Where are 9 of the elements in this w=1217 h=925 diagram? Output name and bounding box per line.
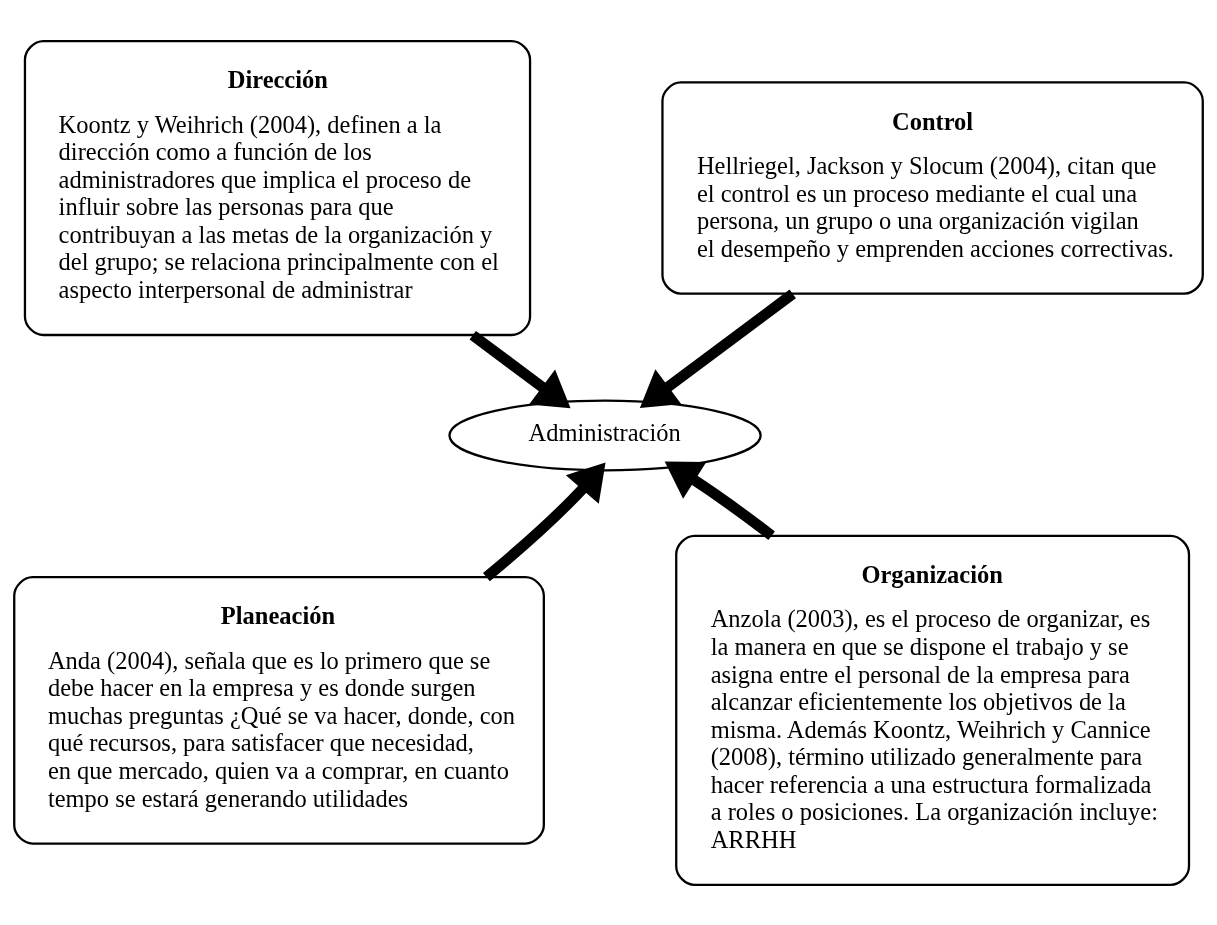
node-box: Organización Anzola (2003), es el proceso de organizar, es la manera en que se dispone el trabajo y se asigna entre el personal de la empresa para alcanzar eficientemente los objetivos de la misma. Además Koontz, Weihrich y Cannice (2008), término utilizado generalmente para hacer referencia a una estructura formalizada a roles o posiciones. La organización incluye: ARRHH [675, 534, 1191, 886]
arrow [664, 460, 775, 540]
arrow [639, 289, 796, 408]
arrow [469, 330, 571, 408]
node-box: Dirección Koontz y Weihrich (2004), definen a la dirección como a función de los administradores que implica el proceso de influir sobre las personas para que contribuyan a las metas de la organización y del grupo; se relaciona principalmente con el aspecto interpersonal de administrar [23, 39, 532, 336]
node-box: Planeación Anda (2004), señala que es lo primero que se debe hacer en la empresa y es donde surgen muchas preguntas ¿Qué se va hacer, donde, con qué recursos, para satisfacer que necesidad, en que mercado, quien va a comprar, en cuanto tempo se estará generando utilidades [13, 575, 545, 845]
node-box: Control Hellriegel, Jackson y Slocum (2004), citan que el control es un proceso mediante el cual una persona, un grupo o una organización vigilan el desempeño y emprenden acciones correctivas. [661, 80, 1204, 295]
node-ellipse: Administración [448, 398, 762, 471]
arrow [482, 462, 606, 581]
